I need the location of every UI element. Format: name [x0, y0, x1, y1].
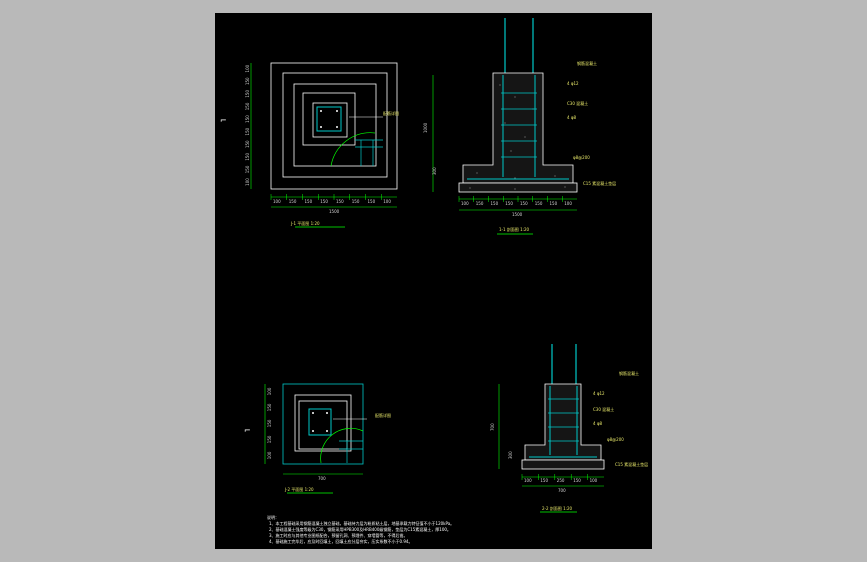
general-notes: 说明：: [267, 514, 279, 520]
dim-label: 150: [520, 201, 528, 206]
dim-label: 150: [289, 199, 297, 204]
section-label: C30 混凝土: [593, 406, 614, 412]
dim-label: 150: [245, 165, 250, 173]
top-plan-caption: J-1 平面图 1:20: [290, 220, 320, 226]
svg-text:⌐: ⌐: [220, 116, 227, 125]
note-line: 3、施工时应与其他专业图纸配合，预留孔洞、预埋件、穿墙管等，不得后凿。: [269, 532, 408, 538]
section-label: 钢筋混凝土: [619, 370, 639, 376]
bottom-section-view: 700 300 700 2-2 剖面图 1:20: [490, 344, 605, 513]
dim-label: 150: [352, 199, 360, 204]
dim-label: 150: [535, 201, 543, 206]
top-section-caption: 1-1 剖面图 1:20: [499, 226, 530, 232]
dim-label: 150: [267, 435, 272, 443]
dim-label: 150: [505, 201, 513, 206]
dim-label: 150: [245, 90, 250, 98]
bottom-plan-callout: 配筋详图: [375, 412, 391, 418]
bottom-plan-view: 配筋详图 700 ⌐ J-2 平面图 1:20: [244, 383, 391, 494]
dim-label: 150: [336, 199, 344, 204]
bottom-plan-left-dims: 100 150 150 150 100: [267, 387, 272, 459]
dim-label: 150: [368, 199, 376, 204]
section-label: 4 φ8: [593, 421, 602, 426]
top-section-width: 1500: [512, 212, 523, 217]
dim-label: 150: [245, 140, 250, 148]
note-line: 2、基础混凝土强度等级为C30，钢筋采用HPB300及HRB400级钢筋，垫层为…: [269, 526, 451, 532]
dim-label: 100: [267, 387, 272, 395]
dim-label: 100: [590, 478, 598, 483]
top-plan-view: 配筋详图 1500 ⌐ J-1 平面图 1:20: [220, 62, 399, 228]
bottom-section-base-dim: 300: [508, 451, 513, 459]
dim-label: 150: [573, 478, 581, 483]
section-label: 4 φ8: [567, 115, 576, 120]
dim-label: 100: [461, 201, 469, 206]
bottom-section-bottom-dims: 100 150 250 150 100: [521, 474, 598, 483]
section-label: 钢筋混凝土: [577, 60, 597, 66]
section-label: 4 φ12: [593, 391, 605, 396]
bottom-plan-caption: J-2 平面图 1:20: [284, 486, 314, 492]
dim-label: 150: [540, 478, 548, 483]
top-plan-left-dims: 100 150 150 150 150 150 150 150 150 100: [245, 64, 250, 185]
top-section-bottom-dims: 100 150 150 150 150 150 150 100: [458, 196, 572, 206]
section-label: C15 素混凝土垫层: [583, 180, 616, 186]
section-label: φ8@200: [607, 437, 624, 442]
top-plan-total-dim: 1500: [329, 209, 340, 214]
bottom-section-width: 700: [558, 488, 566, 493]
top-section-base-dim: 300: [432, 167, 437, 175]
dim-label: 150: [305, 199, 313, 204]
section-label: φ8@200: [573, 155, 590, 160]
dim-label: 150: [491, 201, 499, 206]
dim-label: 150: [320, 199, 328, 204]
note-line: 4、基础施工完毕后，应及时回填土，回填土应分层夯实，压实系数不小于0.94。: [269, 538, 412, 544]
dim-label: 150: [245, 77, 250, 85]
note-line: 1、本工程基础采用钢筋混凝土独立基础，基础持力层为粉质粘土层，地基承载力特征值不…: [269, 520, 454, 526]
section-label: C15 素混凝土垫层: [615, 461, 648, 467]
dim-label: 100: [524, 478, 532, 483]
dim-label: 150: [267, 419, 272, 427]
dim-label: 100: [564, 201, 572, 206]
bottom-section-caption: 2-2 剖面图 1:20: [542, 505, 573, 511]
dim-label: 100: [245, 64, 250, 72]
dim-label: 150: [267, 403, 272, 411]
notes-title: 说明：: [267, 514, 279, 520]
top-section-view: 1000 300 1500 1-1 剖面图 1:20: [423, 18, 578, 235]
dim-label: 100: [273, 199, 281, 204]
dim-label: 150: [245, 127, 250, 135]
section-label: 4 φ12: [567, 81, 579, 86]
dim-label: 100: [245, 178, 250, 186]
bottom-section-height: 700: [490, 423, 495, 431]
cad-drawing: 配筋详图 1500 ⌐ J-1 平面图 1:20 100150150150150…: [220, 18, 648, 544]
dim-label: 150: [245, 153, 250, 161]
top-plan-bottom-dims: 100 150 150 150 150 150 150 100: [270, 194, 391, 204]
bottom-plan-total-dim: 700: [318, 476, 326, 481]
dim-label: 250: [557, 478, 565, 483]
dim-label: 150: [476, 201, 484, 206]
top-section-height: 1000: [423, 122, 428, 133]
top-plan-callout: 配筋详图: [383, 110, 399, 116]
dim-label: 150: [245, 102, 250, 110]
dim-label: 150: [550, 201, 558, 206]
dim-label: 150: [245, 115, 250, 123]
dim-label: 100: [267, 451, 272, 459]
section-label: C30 混凝土: [567, 100, 588, 106]
notes-lines: 1、本工程基础采用钢筋混凝土独立基础，基础持力层为粉质粘土层，地基承载力特征值不…: [269, 520, 454, 544]
svg-text:⌐: ⌐: [244, 426, 251, 435]
dim-label: 100: [383, 199, 391, 204]
